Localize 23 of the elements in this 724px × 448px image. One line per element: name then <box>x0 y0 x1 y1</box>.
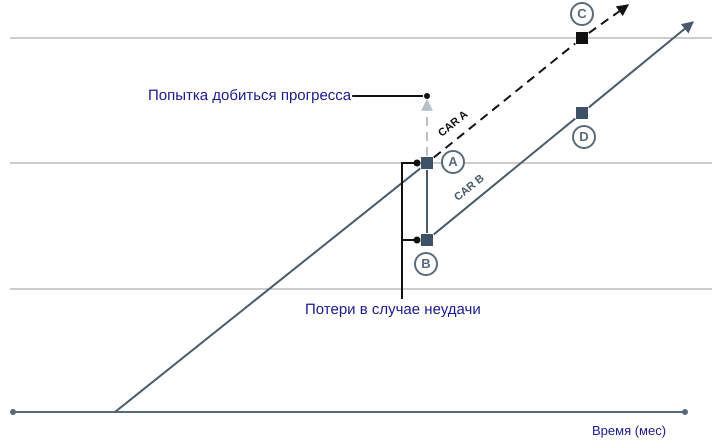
trend-line <box>114 168 421 413</box>
drop-line <box>426 170 428 233</box>
bracket-line <box>401 236 420 299</box>
trend-line <box>433 118 576 236</box>
point-marker <box>421 157 433 169</box>
dashed-arrow <box>588 4 629 34</box>
edge-label: CAR B <box>452 172 487 204</box>
dashed-line <box>433 42 576 158</box>
annotation-text: Потери в случае неудачи <box>305 301 481 319</box>
leader-line <box>352 95 423 97</box>
point-dot <box>424 93 430 99</box>
point-marker <box>421 234 433 246</box>
annotation-text: Попытка добиться прогресса <box>148 87 352 105</box>
edge-label: CAR A <box>436 108 470 140</box>
axis-label: Время (мес) <box>592 422 666 440</box>
circled-letter: A <box>441 150 465 174</box>
circled-letter: C <box>570 2 594 26</box>
dashed-arrow <box>421 98 433 156</box>
trend-arrow <box>588 21 694 108</box>
point-marker <box>576 32 588 44</box>
circled-letter: B <box>414 252 438 276</box>
circled-letter: D <box>572 125 596 149</box>
point-marker <box>576 107 588 119</box>
